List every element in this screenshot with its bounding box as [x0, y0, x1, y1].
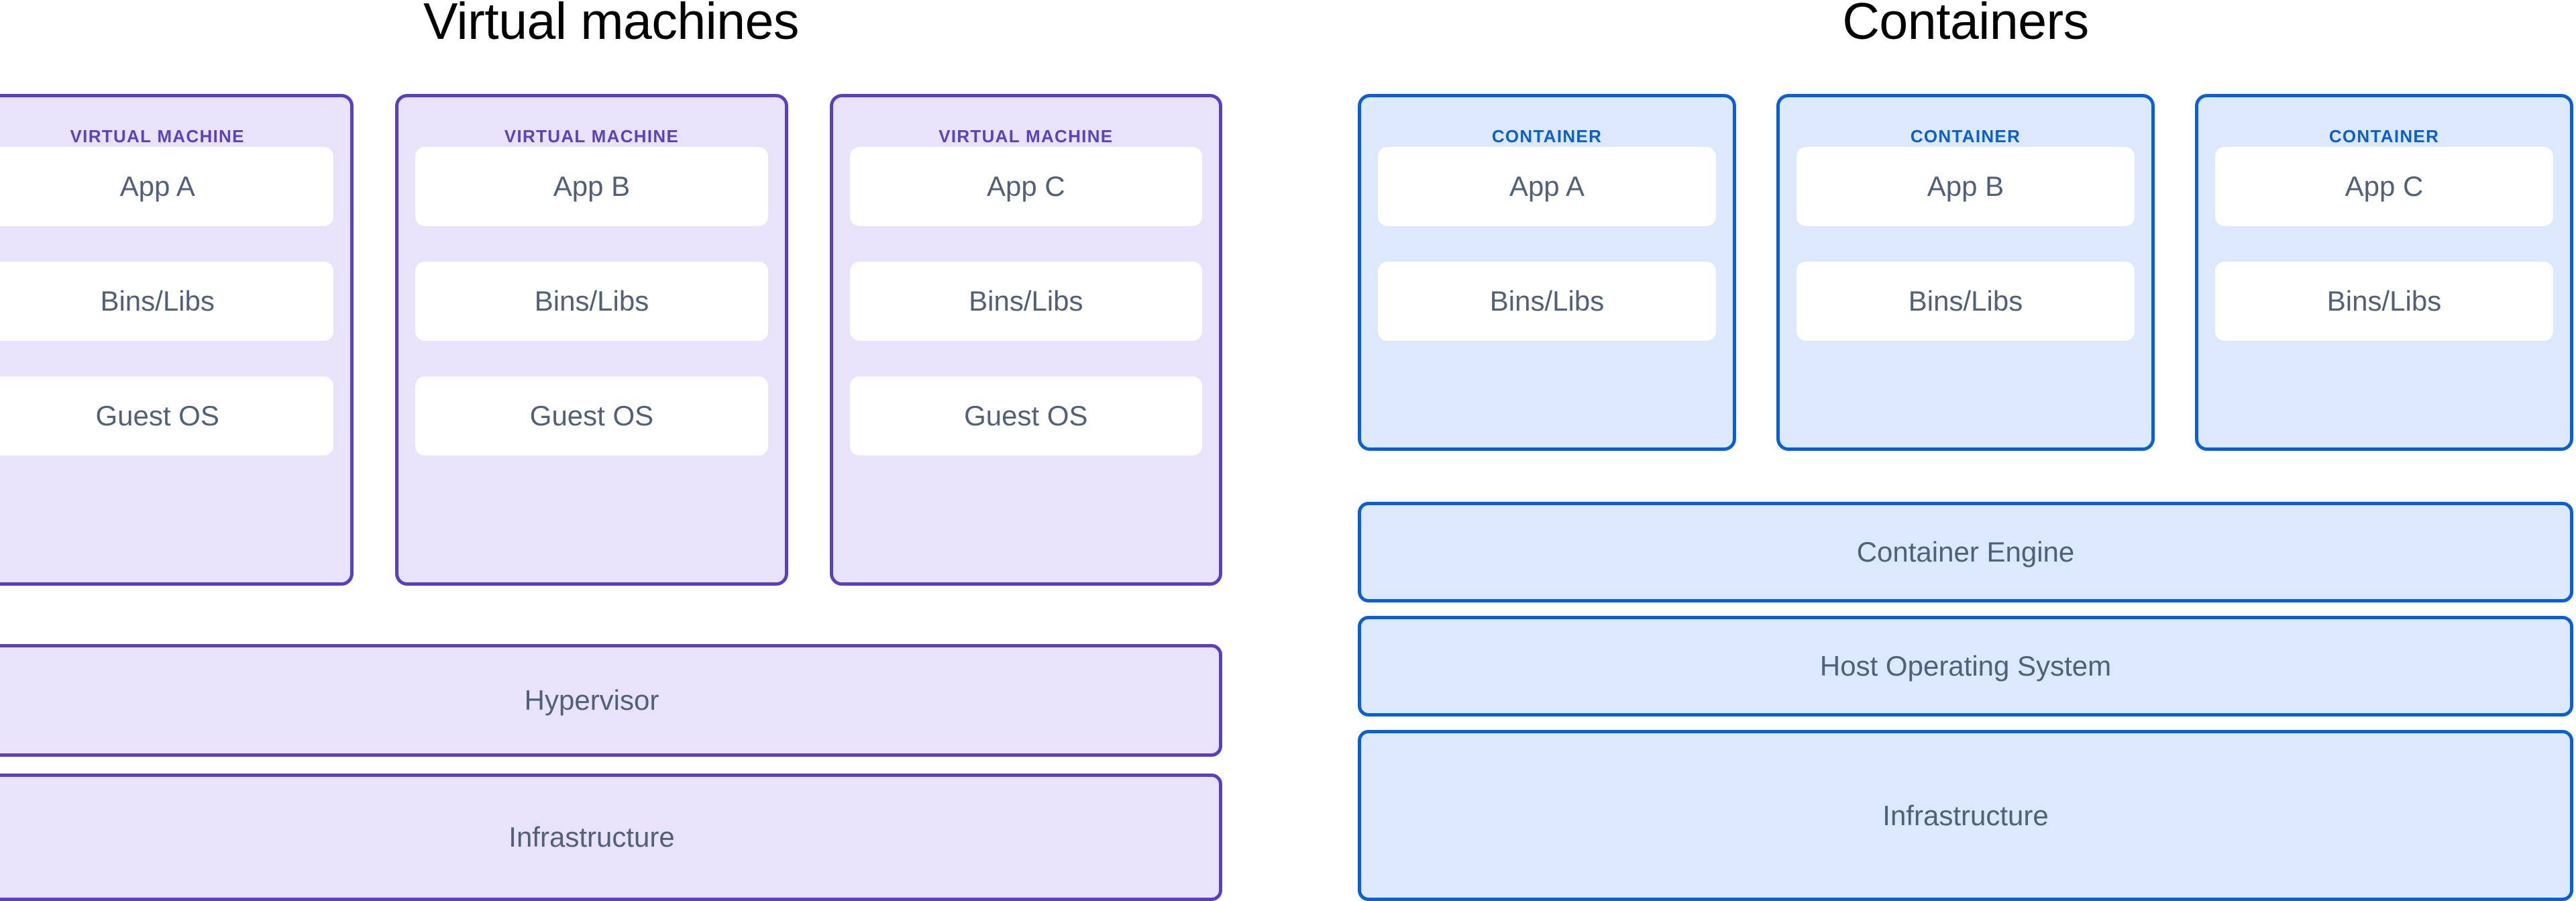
virtual-machine-card-1-label: VIRTUAL MACHINE	[70, 126, 245, 146]
virtual-machines-title: Virtual machines	[423, 0, 799, 50]
virtual-machine-card-2-layer-guest-os: Guest OS	[415, 376, 768, 456]
container-card-1-layer-bins-libs: Bins/Libs	[1378, 262, 1716, 341]
container-card-1-layer-app: App A	[1378, 147, 1716, 226]
virtual-machine-card-1[interactable]: VIRTUAL MACHINE App A Bins/Libs Guest OS	[0, 94, 354, 586]
virtual-machine-card-3-layer-bins-libs: Bins/Libs	[849, 262, 1202, 341]
container-card-3[interactable]: CONTAINER App C Bins/Libs	[2195, 94, 2573, 451]
virtual-machine-card-3-label: VIRTUAL MACHINE	[938, 126, 1114, 146]
container-card-2-layer-app: App B	[1796, 147, 2135, 226]
virtual-machines-infrastructure-bar[interactable]: Infrastructure	[0, 774, 1222, 901]
virtual-machine-card-1-layer-app: App A	[0, 147, 334, 226]
virtual-machine-card-3-layer-guest-os: Guest OS	[849, 376, 1202, 456]
virtual-machine-card-2-layer-app: App B	[415, 147, 768, 226]
container-card-3-layer-app: App C	[2215, 147, 2553, 226]
container-engine-bar[interactable]: Container Engine	[1358, 502, 2573, 602]
virtual-machine-card-2-layer-bins-libs: Bins/Libs	[415, 262, 768, 341]
virtual-machine-card-2-label: VIRTUAL MACHINE	[504, 126, 680, 146]
container-card-1-label: CONTAINER	[1491, 126, 1603, 146]
host-operating-system-bar[interactable]: Host Operating System	[1358, 616, 2573, 717]
virtual-machine-card-row: VIRTUAL MACHINE App A Bins/Libs Guest OS…	[0, 94, 1222, 586]
virtual-machines-column: Virtual machines VIRTUAL MACHINE App A B…	[0, 0, 1222, 901]
hypervisor-bar[interactable]: Hypervisor	[0, 644, 1222, 757]
container-card-row: CONTAINER App A Bins/Libs CONTAINER App …	[1358, 94, 2573, 451]
virtual-machine-card-3[interactable]: VIRTUAL MACHINE App C Bins/Libs Guest OS	[829, 94, 1222, 586]
virtual-machine-card-3-layer-app: App C	[849, 147, 1202, 226]
container-card-2[interactable]: CONTAINER App B Bins/Libs	[1776, 94, 2155, 451]
virtual-machine-card-1-layer-guest-os: Guest OS	[0, 376, 334, 456]
containers-infrastructure-bar[interactable]: Infrastructure	[1358, 730, 2573, 901]
virtual-machine-card-1-layer-bins-libs: Bins/Libs	[0, 262, 334, 341]
virtual-machine-card-2[interactable]: VIRTUAL MACHINE App B Bins/Libs Guest OS	[395, 94, 788, 586]
containers-title: Containers	[1842, 0, 2089, 50]
containers-column: Containers CONTAINER App A Bins/Libs CON…	[1358, 0, 2573, 901]
container-card-3-label: CONTAINER	[2328, 126, 2440, 146]
container-card-3-layer-bins-libs: Bins/Libs	[2215, 262, 2553, 341]
container-card-1[interactable]: CONTAINER App A Bins/Libs	[1358, 94, 1736, 451]
container-card-2-layer-bins-libs: Bins/Libs	[1796, 262, 2135, 341]
container-card-2-label: CONTAINER	[1910, 126, 2021, 146]
